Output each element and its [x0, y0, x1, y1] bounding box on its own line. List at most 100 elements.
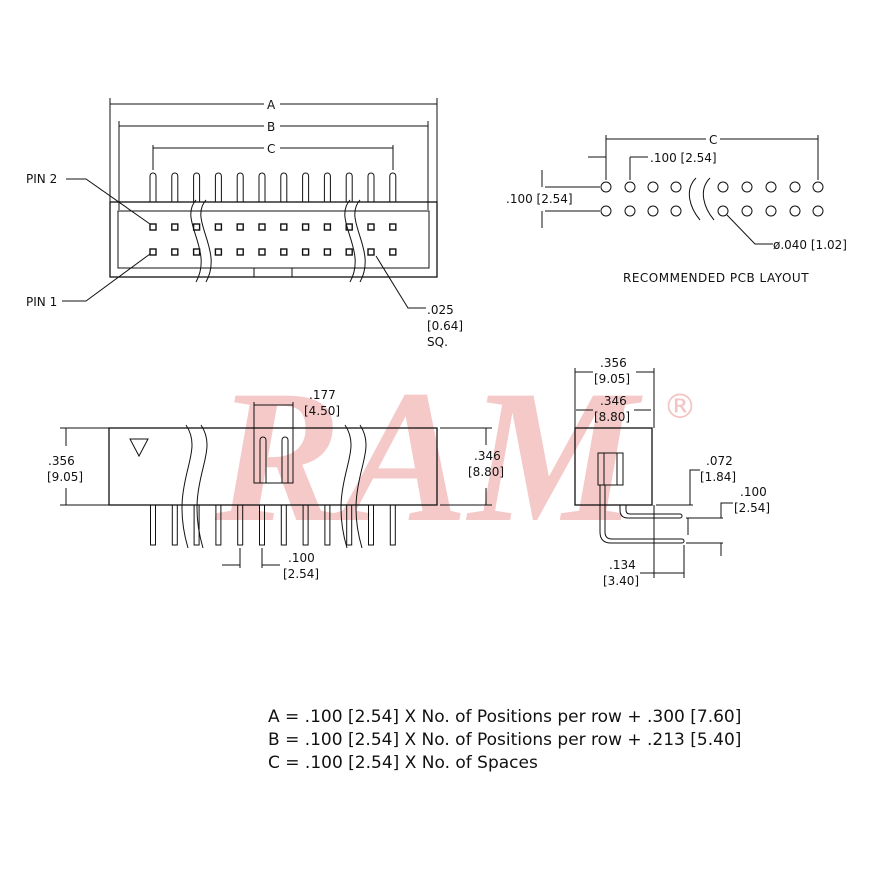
pin-pads: [149, 223, 397, 256]
pin2-label: PIN 2: [26, 172, 57, 186]
pin-pad: [367, 248, 375, 256]
pcb-hole: [765, 205, 777, 217]
pcb-dim-c: C: [709, 133, 717, 147]
hole-leader: [726, 214, 773, 245]
side-view: .356 [9.05] .346 [8.80] .072 [1.84] .100…: [574, 356, 770, 588]
pcb-hole: [741, 205, 753, 217]
pcb-hole: [789, 205, 801, 217]
ram-logo-watermark: RAM ®: [214, 352, 697, 562]
pin-size-leader: [375, 255, 426, 309]
polarization-notch: [253, 267, 293, 278]
dimension-b: B: [118, 120, 429, 210]
break-line: [190, 199, 212, 283]
pcb-pitch-y: .100 [2.54]: [506, 192, 573, 206]
pin-size-suffix: SQ.: [427, 335, 448, 349]
logo-text: RAM: [214, 352, 643, 562]
side-window: [597, 452, 624, 486]
svg-text:B: B: [267, 120, 275, 134]
pin-tip: [214, 172, 222, 202]
dimension-a: A: [109, 98, 438, 202]
pin-tip: [149, 172, 157, 202]
side-body: [574, 427, 653, 506]
svg-text:.100: .100: [740, 485, 767, 499]
pcb-hole: [624, 181, 636, 193]
pin-size-label: .025: [427, 303, 454, 317]
svg-text:.100: .100: [288, 551, 315, 565]
pin-tip: [193, 172, 201, 202]
svg-text:A: A: [267, 98, 276, 112]
pin-tail: [171, 504, 178, 546]
front-view: .356 [9.05] .346 [8.80] .177 [4.50] .100…: [47, 388, 504, 581]
pin-pad: [367, 223, 375, 231]
pin-pad: [301, 223, 310, 231]
housing-outer: [109, 201, 438, 278]
pin-pad: [323, 223, 332, 231]
svg-text:[8.80]: [8.80]: [594, 410, 630, 424]
pin-tip: [280, 172, 288, 202]
svg-text:[2.54]: [2.54]: [734, 501, 770, 515]
pin-tip: [345, 172, 353, 202]
key-window: [253, 427, 294, 484]
pin-tip: [258, 172, 266, 202]
pcb-hole: [670, 181, 682, 193]
pin1-leader: [62, 253, 151, 302]
pcb-pitch-x: .100 [2.54]: [650, 151, 717, 165]
top-pins: [149, 172, 397, 202]
pin2-leader: [66, 178, 151, 225]
pin-pad: [345, 223, 353, 231]
svg-text:[8.80]: [8.80]: [468, 465, 504, 479]
pin-pad: [236, 248, 244, 256]
pin-tip: [236, 172, 244, 202]
pin-pad: [301, 248, 310, 256]
top-view: A B C PIN 2 PIN 1 .025 [0.64] SQ.: [26, 98, 463, 349]
pcb-hole: [812, 205, 824, 217]
pcb-layout: C .100 [2.54] .100 [2.54] ø.040 [1.02] R…: [506, 133, 847, 285]
break-line: [340, 424, 367, 549]
pcb-hole: [624, 205, 636, 217]
svg-text:[9.05]: [9.05]: [47, 470, 83, 484]
pin-pad: [323, 248, 332, 256]
break-line: [344, 199, 366, 283]
pcb-hole: [765, 181, 777, 193]
break-line: [688, 177, 715, 221]
dimension-c: C: [152, 142, 394, 170]
pin-tail: [150, 504, 156, 546]
pin-pad: [280, 223, 288, 231]
pin-pad: [389, 248, 397, 256]
pin-tip: [389, 172, 397, 202]
formula-b: B = .100 [2.54] X No. of Positions per r…: [268, 730, 741, 750]
svg-text:[1.84]: [1.84]: [700, 470, 736, 484]
pin-pad: [171, 223, 179, 231]
lower-pin: [599, 485, 685, 544]
break-line: [181, 424, 208, 549]
pin1-triangle-marker: [129, 438, 149, 458]
svg-text:.346: .346: [600, 394, 627, 408]
pcb-hole: [647, 205, 659, 217]
pcb-hole: [600, 181, 612, 193]
svg-text:.356: .356: [600, 356, 627, 370]
svg-text:.356: .356: [48, 454, 75, 468]
pcb-holes: [600, 181, 824, 217]
pcb-hole: [600, 205, 612, 217]
pin-tip: [367, 172, 375, 202]
pin-pad: [192, 248, 201, 256]
svg-text:.134: .134: [609, 558, 636, 572]
svg-text:[9.05]: [9.05]: [594, 372, 630, 386]
svg-text:.177: .177: [309, 388, 336, 402]
pcb-hole: [647, 181, 659, 193]
pin-pad: [280, 248, 288, 256]
pcb-hole: [789, 181, 801, 193]
formula-a: A = .100 [2.54] X No. of Positions per r…: [268, 707, 741, 727]
pin-pad: [214, 223, 223, 231]
svg-text:[3.40]: [3.40]: [603, 574, 639, 588]
pcb-hole: [717, 181, 729, 193]
registered-mark: ®: [663, 387, 697, 427]
svg-text:.346: .346: [474, 449, 501, 463]
pin-pad: [171, 248, 179, 256]
pin-pad: [149, 223, 157, 231]
pin-tip: [171, 172, 179, 202]
svg-text:[4.50]: [4.50]: [304, 404, 340, 418]
pin-tip: [302, 172, 310, 202]
